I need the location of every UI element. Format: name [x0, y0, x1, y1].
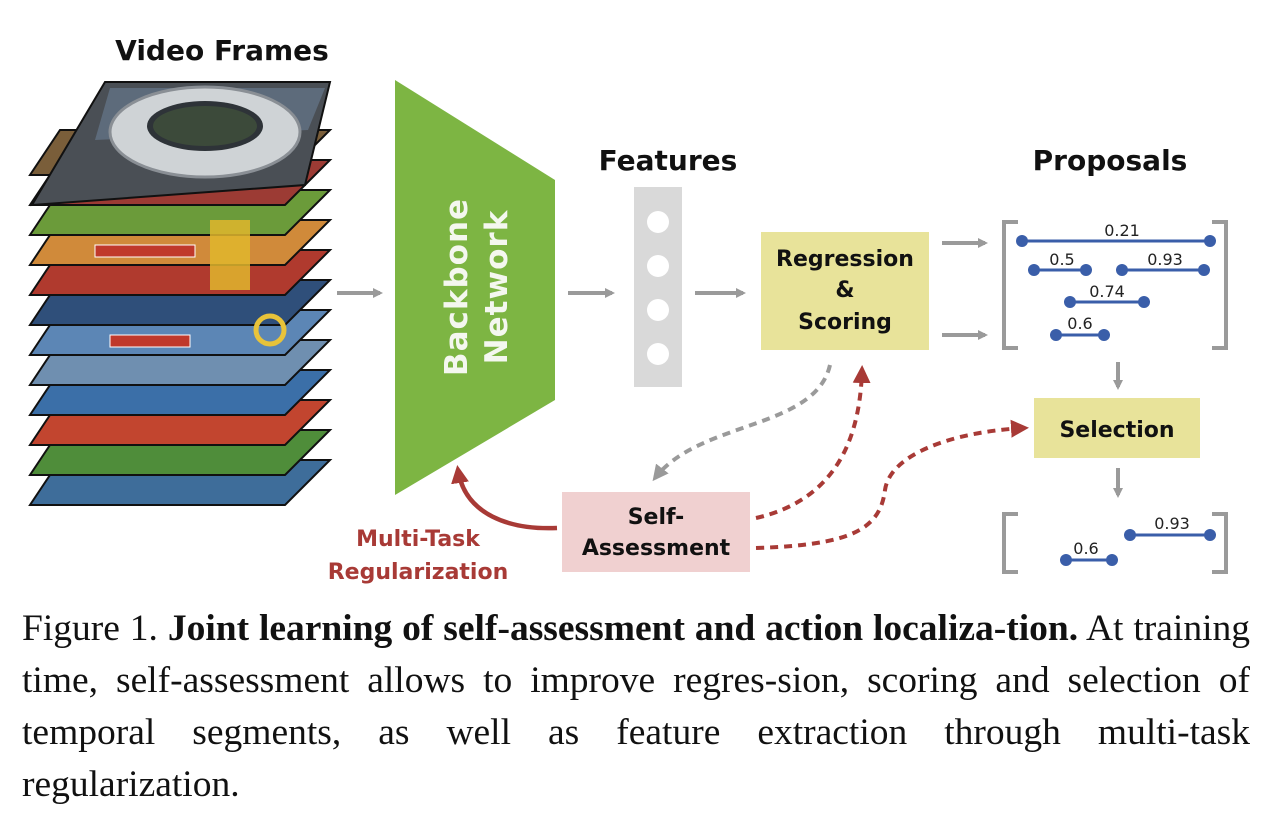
- regression-label-line2: &: [835, 278, 854, 303]
- features-label: Features: [599, 144, 738, 177]
- arrow-self-assessment-to-regression: [755, 365, 871, 520]
- feature-unit: [647, 343, 669, 365]
- selected-score: 0.93: [1154, 514, 1190, 533]
- proposal-segments: 0.21 0.5 0.93 0.74 0.6: [1016, 221, 1216, 341]
- proposals-bracket-left: [1002, 220, 1018, 350]
- multitask-label-line2: Regularization: [328, 560, 509, 585]
- selection-box: [1034, 398, 1200, 458]
- backbone-label-line2: Network: [479, 209, 515, 364]
- framework-diagram: Video Frames Backbone Network Features R…: [28, 34, 1228, 585]
- selection-label: Selection: [1059, 418, 1174, 443]
- proposals-label: Proposals: [1033, 144, 1188, 177]
- caption-prefix: Figure 1.: [22, 608, 168, 649]
- video-frame-stack: [28, 81, 333, 506]
- proposal-score: 0.93: [1147, 250, 1183, 269]
- regression-scoring-box: [761, 232, 929, 350]
- caption-body: At training time, self-assessment allows…: [22, 608, 1250, 805]
- feature-unit: [647, 211, 669, 233]
- arrow-multitask-regularization: [451, 465, 558, 531]
- feature-unit: [647, 299, 669, 321]
- self-assessment-box: [562, 492, 750, 572]
- proposal-score: 0.74: [1089, 282, 1125, 301]
- backbone-label-line1: Backbone: [439, 198, 475, 376]
- selected-bracket-right: [1212, 512, 1228, 574]
- proposal-score: 0.6: [1067, 314, 1092, 333]
- proposal-score: 0.5: [1049, 250, 1074, 269]
- selected-segments: 0.6 0.93: [1060, 514, 1216, 566]
- figure-caption: Figure 1. Joint learning of self-assessm…: [22, 603, 1250, 811]
- self-assessment-label-line2: Assessment: [582, 536, 731, 561]
- backbone-network-block: [395, 80, 555, 495]
- selected-score: 0.6: [1073, 539, 1098, 558]
- feature-unit: [647, 255, 669, 277]
- multitask-label-line1: Multi-Task: [356, 527, 481, 552]
- video-frames-label: Video Frames: [115, 34, 329, 67]
- arrow-regression-to-self-assessment: [652, 364, 832, 482]
- regression-label-line1: Regression: [776, 247, 914, 272]
- proposals-bracket-right: [1212, 220, 1228, 350]
- regression-label-line3: Scoring: [798, 310, 892, 335]
- caption-title: Joint learning of self-assessment and ac…: [167, 608, 1079, 649]
- self-assessment-label-line1: Self-: [628, 505, 685, 530]
- proposal-score: 0.21: [1104, 221, 1140, 240]
- arrow-self-assessment-to-selection: [755, 419, 1029, 550]
- selected-bracket-left: [1002, 512, 1018, 574]
